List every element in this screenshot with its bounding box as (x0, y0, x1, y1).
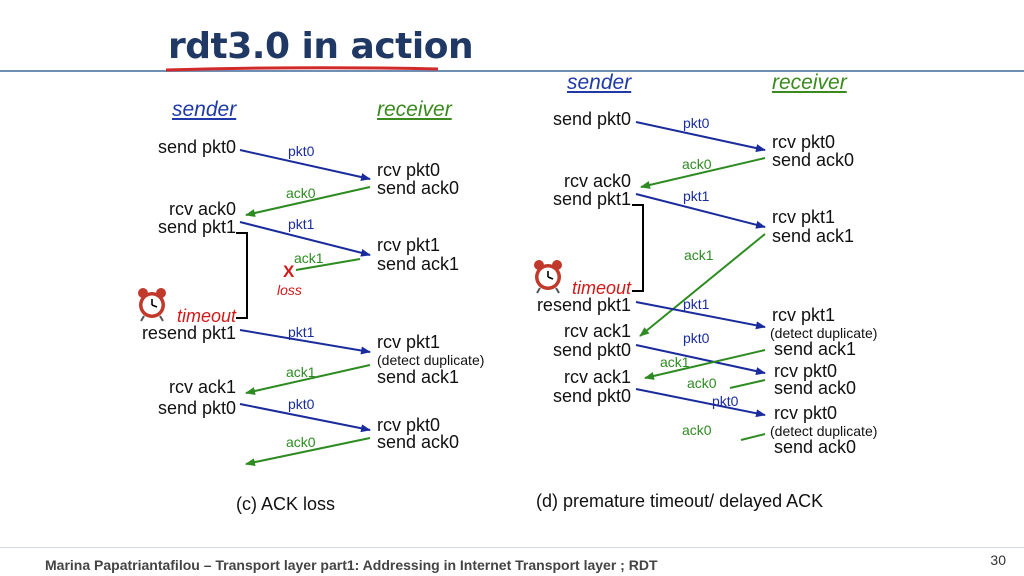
right-receiver-event: send ack1 (772, 226, 855, 246)
right-receiver-event: rcv pkt0 (774, 361, 838, 381)
right-sender-event: rcv ack1 (563, 367, 631, 387)
right-receiver-event: (detect duplicate) (770, 325, 878, 341)
right-caption: (d) premature timeout/ delayed ACK (536, 491, 824, 511)
left-msg-label: pkt1 (288, 324, 315, 340)
right-sender-event: resend pkt1 (536, 295, 631, 315)
right-receiver-event: rcv pkt0 (772, 132, 836, 152)
right-msg-label: ack0 (687, 375, 717, 391)
right-msg-label: ack0 (682, 422, 712, 438)
right-sender-event: send pkt1 (552, 189, 631, 209)
right-receiver-event: send ack0 (774, 437, 857, 457)
right-sender-event: rcv ack1 (563, 321, 631, 341)
left-receiver-event: rcv pkt1 (377, 332, 441, 352)
page-number: 30 (990, 552, 1006, 568)
footer-text: Marina Papatriantafilou – Transport laye… (45, 557, 658, 573)
ack-arrow (245, 437, 371, 467)
right-receiver-event: send ack0 (772, 150, 855, 170)
right-receiver-header: receiver (772, 71, 847, 94)
pkt-arrow (239, 221, 371, 257)
left-receiver-event: send ack1 (377, 254, 460, 274)
left-msg-label: pkt1 (288, 216, 315, 232)
right-sender-event: send pkt0 (552, 340, 631, 360)
right-msg-label: pkt0 (683, 330, 710, 346)
alarm-clock-icon (534, 260, 562, 294)
left-sender-event: resend pkt1 (141, 323, 236, 343)
left-sender-event: send pkt1 (157, 217, 236, 237)
ack-arrow (644, 349, 766, 380)
right-receiver-event: rcv pkt0 (774, 403, 838, 423)
title-divider (0, 70, 1024, 72)
right-receiver-event: rcv pkt1 (772, 207, 836, 227)
timer-bracket (236, 232, 248, 319)
right-msg-label: ack0 (682, 156, 712, 172)
right-receiver-event: rcv pkt1 (772, 305, 836, 325)
left-sender-event: send pkt0 (157, 137, 236, 157)
pkt-arrow (239, 149, 371, 181)
right-sender-event: send pkt0 (552, 386, 631, 406)
left-receiver-event: send ack0 (377, 432, 460, 452)
slide-title: rdt3.0 in action (168, 26, 474, 67)
alarm-clock-icon (138, 288, 166, 322)
left-receiver-event: send ack1 (377, 367, 460, 387)
left-sender-header: sender (172, 98, 237, 121)
ack-arrow (640, 157, 766, 189)
loss-x-mark: X (283, 262, 295, 281)
pkt-arrow (635, 301, 766, 330)
right-receiver-event: send ack0 (774, 378, 857, 398)
ack-arrow (245, 364, 371, 395)
left-msg-label: ack0 (286, 185, 316, 201)
pkt-arrow (635, 193, 766, 229)
right-sender-event: send pkt0 (552, 109, 631, 129)
ack-arrow (245, 186, 371, 217)
lost-ack-arrow (295, 258, 361, 271)
ack-arrow (729, 379, 766, 389)
left-receiver-event: send ack0 (377, 178, 460, 198)
pkt-arrow (635, 121, 766, 152)
left-msg-label: pkt0 (288, 396, 315, 412)
right-msg-label: pkt0 (683, 115, 710, 131)
pkt-arrow (635, 388, 766, 418)
right-sender-header: sender (567, 71, 632, 94)
left-msg-label: ack1 (286, 364, 316, 380)
loss-label: loss (277, 282, 302, 298)
right-receiver-event: send ack1 (774, 339, 857, 359)
right-msg-label: ack1 (660, 354, 690, 370)
right-msg-label: ack1 (684, 247, 714, 263)
ack-arrow (740, 433, 766, 441)
footer-divider (0, 547, 1024, 548)
right-timeout-label: timeout (571, 278, 631, 298)
left-receiver-event: rcv pkt0 (377, 160, 441, 180)
left-receiver-event: (detect duplicate) (377, 352, 485, 368)
left-sender-event: rcv ack0 (168, 199, 236, 219)
right-receiver-event: (detect duplicate) (770, 423, 878, 439)
timer-bracket (632, 204, 644, 292)
left-msg-label: pkt0 (288, 143, 315, 159)
left-sender-event: send pkt0 (157, 398, 236, 418)
title-swoosh (165, 66, 439, 72)
right-sender-event: rcv ack0 (563, 171, 631, 191)
left-receiver-header: receiver (377, 98, 452, 121)
right-msg-label: pkt1 (683, 188, 710, 204)
pkt-arrow (239, 329, 371, 355)
right-msg-label: pkt1 (683, 296, 710, 312)
pkt-arrow (635, 344, 766, 375)
left-msg-label: ack1 (294, 250, 324, 266)
left-sender-event: rcv ack1 (168, 377, 236, 397)
left-receiver-event: rcv pkt1 (377, 235, 441, 255)
left-caption: (c) ACK loss (236, 494, 336, 514)
left-receiver-event: rcv pkt0 (377, 415, 441, 435)
left-timeout-label: timeout (176, 306, 236, 326)
delayed-ack-arrow (639, 233, 766, 337)
pkt-arrow (239, 403, 371, 433)
left-msg-label: ack0 (286, 434, 316, 450)
